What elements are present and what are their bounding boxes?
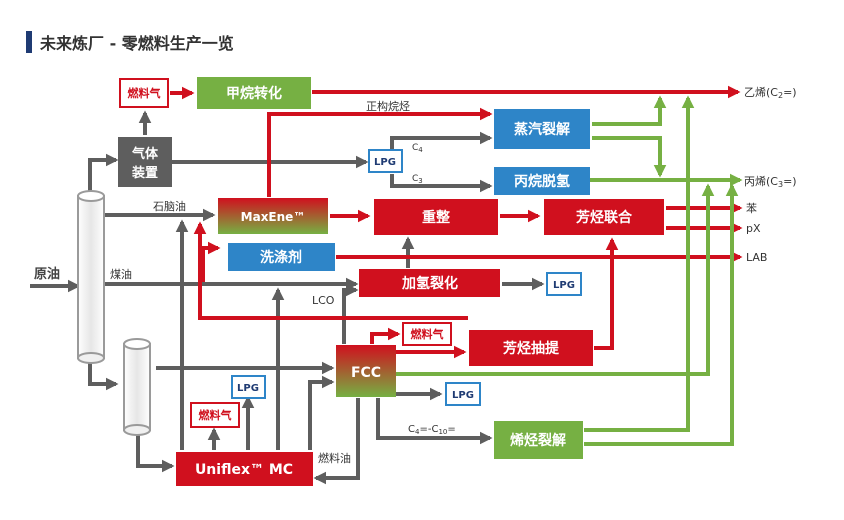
uniflex-label: Uniflex™ MC	[195, 462, 293, 478]
product-propylene: 丙烯(C3=)	[744, 175, 797, 189]
column-to-gas-unit-line	[88, 153, 119, 195]
c4-label: C4	[412, 143, 423, 154]
maxene-box	[218, 198, 328, 234]
vacuum-column	[123, 338, 151, 436]
steam-crack-box	[494, 109, 590, 149]
fuel-gas-mid-box	[402, 322, 452, 346]
vacuum-to-uniflex-line	[136, 432, 175, 473]
c4c10-label: C4=-C10=	[408, 424, 456, 436]
olefin-to-propylene-line	[584, 183, 739, 446]
n-paraffin-line	[267, 107, 493, 197]
lco-label: LCO	[312, 294, 335, 307]
fcc-to-fuel-gas-line	[370, 327, 401, 344]
lpg-label-2: LPG	[553, 280, 575, 291]
extract-recycle-to-maxene-line	[193, 221, 468, 320]
lpg-box-1	[368, 149, 403, 173]
fuel-gas-top-label: 燃料气	[127, 86, 161, 100]
methane-conv-box	[197, 77, 311, 109]
olefin-crack-label: 烯烃裂解	[510, 432, 566, 449]
gas-unit-box	[118, 137, 172, 187]
lpg-label-4: LPG	[452, 390, 474, 401]
propane-dehyd-label: 丙烷脱氢	[514, 173, 570, 190]
fcc-box	[336, 345, 396, 397]
hydrocrack-box	[359, 269, 500, 297]
hydrocrack-label: 加氢裂化	[401, 275, 458, 292]
c3-label: C3	[412, 174, 423, 185]
fuel-gas-top-box	[119, 78, 169, 108]
fuel-gas-low-box	[190, 402, 240, 428]
lpg-box-2	[546, 272, 582, 296]
arom-extract-box	[469, 330, 593, 366]
fuel-gas-mid-label: 燃料气	[410, 327, 444, 341]
naphtha-label: 石脑油	[153, 199, 186, 213]
arom-complex-box	[544, 199, 664, 235]
lpg-to-propane-dehyd-line	[390, 174, 493, 193]
detergent-label: 洗涤剂	[260, 249, 302, 266]
steam-crack-to-propylene-line	[592, 136, 667, 178]
lpg-box-3	[231, 375, 266, 399]
lco-to-hydrocrack-line	[342, 283, 359, 344]
detergent-box	[228, 243, 335, 271]
reform-box	[374, 199, 498, 235]
arom-complex-label: 芳烃联合	[576, 209, 633, 226]
methane-conv-label: 甲烷转化	[226, 85, 282, 102]
lpg-to-steam-crack-line	[390, 131, 493, 150]
steam-crack-label: 蒸汽裂解	[514, 121, 570, 138]
fcc-to-propylene-line	[396, 183, 715, 376]
fuel-gas-low-label: 燃料气	[198, 408, 232, 422]
crude-label: 原油	[34, 266, 60, 282]
propane-dehyd-box	[494, 167, 590, 195]
maxene-label: MaxEne™	[241, 210, 306, 224]
product-benzene: 苯	[746, 201, 757, 215]
title-accent-bar	[26, 31, 32, 53]
n-paraffin-label: 正构烷烃	[366, 99, 410, 113]
fcc-to-olefin-crack-line	[376, 398, 493, 445]
column-to-lower-column-line	[88, 358, 119, 391]
extract-to-arom-line	[594, 237, 619, 350]
page-title: 未来炼厂 - 零燃料生产一览	[40, 34, 234, 53]
fcc-to-uniflex-fuel-oil-line	[313, 398, 360, 485]
kerosene-label: 煤油	[110, 267, 132, 281]
fcc-label: FCC	[351, 365, 381, 381]
lpg-label-3: LPG	[237, 383, 259, 394]
reform-label: 重整	[422, 209, 451, 226]
uniflex-to-fcc-line	[308, 375, 335, 450]
lpg-label-1: LPG	[374, 157, 396, 168]
steam-crack-to-ethylene-line	[592, 95, 667, 126]
olefin-to-ethylene-line	[584, 95, 695, 432]
product-ethylene: 乙烯(C2=)	[744, 86, 797, 100]
uniflex-box	[176, 452, 313, 486]
fuel-oil-label: 燃料油	[318, 451, 351, 465]
lpg-box-4	[445, 382, 481, 406]
product-px: pX	[746, 222, 761, 235]
detergent-feed-line	[201, 241, 221, 282]
product-lab: LAB	[746, 251, 767, 264]
arom-extract-label: 芳烃抽提	[503, 340, 560, 357]
olefin-crack-box	[494, 421, 583, 459]
gas-unit-label: 气体	[132, 146, 159, 162]
gas-unit-label-2: 装置	[131, 165, 158, 181]
crude-distillation-column	[77, 190, 105, 364]
